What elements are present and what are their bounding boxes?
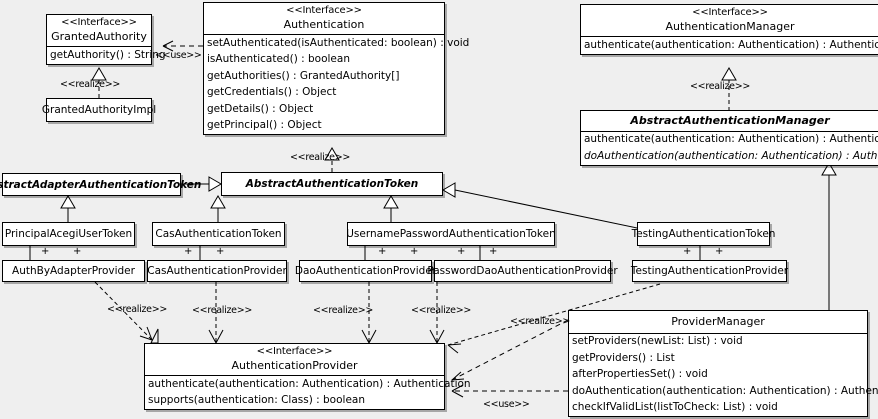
class-principal-acegi-user-token[interactable]: PrincipalAcegiUserToken bbox=[2, 222, 135, 246]
operation-row: authenticate(authentication: Authenticat… bbox=[584, 38, 878, 51]
edge-label-realize-testing: <<realize>> bbox=[510, 316, 571, 327]
class-authentication[interactable]: <<Interface>> Authentication setAuthenti… bbox=[203, 2, 470, 135]
class-name-label: GrantedAuthority bbox=[51, 29, 147, 43]
edge-label-realize-grantedauthorityimpl: <<realize>> bbox=[60, 79, 121, 90]
class-name-label: PrincipalAcegiUserToken bbox=[4, 228, 133, 240]
association-marker-plus: + bbox=[457, 246, 466, 257]
class-name-label: AuthenticationManager bbox=[665, 19, 795, 33]
operation-row: getProviders() : List bbox=[572, 351, 675, 364]
association-marker-plus: + bbox=[216, 246, 225, 257]
edge-label-realize-cas: <<realize>> bbox=[192, 305, 253, 316]
operation-row: setAuthenticated(isAuthenticated: boolea… bbox=[207, 36, 470, 49]
class-header: <<Interface>> AuthenticationManager bbox=[581, 5, 878, 36]
class-name-label: PasswordDaoAuthenticationProvider bbox=[427, 265, 618, 277]
operation-row: getCredentials() : Object bbox=[207, 86, 337, 99]
edge-label-realize-abstractauthmanager: <<realize>> bbox=[690, 81, 751, 92]
class-header: ProviderManager bbox=[569, 311, 867, 333]
association-marker-plus: + bbox=[41, 246, 50, 257]
class-name-label: CasAuthenticationProvider bbox=[147, 265, 287, 277]
class-dao-authentication-provider[interactable]: DaoAuthenticationProvider bbox=[295, 260, 436, 282]
class-auth-by-adapter-provider[interactable]: AuthByAdapterProvider bbox=[2, 260, 145, 282]
class-abstract-adapter-authentication-token[interactable]: AbstractAdapterAuthenticationToken bbox=[0, 173, 201, 196]
class-name-label: AbstractAdapterAuthenticationToken bbox=[0, 178, 202, 191]
class-name-label: DaoAuthenticationProvider bbox=[294, 265, 437, 277]
class-name-label: CasAuthenticationToken bbox=[155, 228, 282, 240]
class-header: AbstractAuthenticationManager bbox=[581, 111, 878, 131]
class-password-dao-authentication-provider[interactable]: PasswordDaoAuthenticationProvider bbox=[427, 260, 618, 282]
operation-row: setProviders(newList: List) : void bbox=[572, 335, 743, 348]
class-testing-authentication-token[interactable]: TestingAuthenticationToken bbox=[632, 222, 775, 246]
association-marker-plus: + bbox=[184, 246, 193, 257]
class-granted-authority[interactable]: <<Interface>> GrantedAuthority getAuthor… bbox=[46, 14, 166, 65]
association-marker-plus: + bbox=[378, 246, 387, 257]
class-testing-authentication-provider[interactable]: TestingAuthenticationProvider bbox=[630, 260, 789, 282]
edge-label-use-authentication-grantedauthority: <<use>> bbox=[155, 50, 202, 61]
edge-label-use-providermanager: <<use>> bbox=[483, 399, 530, 410]
class-name-label: GrantedAuthorityImpl bbox=[41, 104, 157, 116]
stereotype-label: <<Interface>> bbox=[286, 5, 362, 16]
class-header: <<Interface>> GrantedAuthority bbox=[47, 15, 151, 46]
stereotype-label: <<Interface>> bbox=[692, 7, 768, 18]
class-authentication-manager[interactable]: <<Interface>> AuthenticationManager auth… bbox=[580, 4, 878, 55]
operations-compartment: getAuthority() : String bbox=[47, 46, 166, 63]
class-name-label: AbstractAuthenticationManager bbox=[630, 114, 830, 127]
class-header: <<Interface>> AuthenticationProvider bbox=[145, 344, 444, 375]
operations-compartment: authenticate(authentication: Authenticat… bbox=[145, 375, 471, 409]
operation-row: supports(authentication: Class) : boolea… bbox=[148, 394, 365, 407]
class-name-label: AuthenticationProvider bbox=[231, 358, 358, 372]
class-cas-authentication-provider[interactable]: CasAuthenticationProvider bbox=[147, 260, 287, 282]
class-name-label: AuthByAdapterProvider bbox=[12, 265, 135, 277]
operation-row: doAuthentication(authentication: Authent… bbox=[572, 384, 878, 397]
operation-row: afterPropertiesSet() : void bbox=[572, 368, 708, 381]
association-marker-plus: + bbox=[410, 246, 419, 257]
edge-label-realize-dao: <<realize>> bbox=[313, 305, 374, 316]
operations-compartment: setProviders(newList: List) : void getPr… bbox=[569, 332, 878, 416]
link-casauthtoken-extends-abstractauthtoken bbox=[210, 195, 226, 222]
class-header: <<Interface>> Authentication bbox=[204, 3, 444, 34]
operations-compartment: authenticate(authentication: Authenticat… bbox=[581, 130, 878, 165]
edge-label-realize-authbyadapter: <<realize>> bbox=[107, 304, 168, 315]
class-abstract-authentication-manager[interactable]: AbstractAuthenticationManager authentica… bbox=[580, 110, 878, 166]
operations-compartment: authenticate(authentication: Authenticat… bbox=[581, 36, 878, 53]
association-marker-plus: + bbox=[489, 246, 498, 257]
class-name-label: UsernamePasswordAuthenticationToken bbox=[346, 228, 556, 240]
class-granted-authority-impl[interactable]: GrantedAuthorityImpl bbox=[42, 98, 156, 122]
association-marker-plus: + bbox=[683, 246, 692, 257]
stereotype-label: <<Interface>> bbox=[61, 17, 137, 28]
class-name-label: Authentication bbox=[283, 17, 365, 31]
operation-row: checkIfValidList(listToCheck: List) : vo… bbox=[572, 401, 778, 413]
class-username-password-authentication-token[interactable]: UsernamePasswordAuthenticationToken bbox=[346, 222, 556, 246]
edge-label-realize-abstractauthtoken: <<realize>> bbox=[290, 152, 351, 163]
class-provider-manager[interactable]: ProviderManager setProviders(newList: Li… bbox=[568, 310, 878, 417]
operation-row: getPrincipal() : Object bbox=[207, 118, 322, 131]
operation-row: isAuthenticated() : boolean bbox=[207, 53, 350, 66]
association-marker-plus: + bbox=[715, 246, 724, 257]
link-principalacegiusertoken-extends-abstractadaptertoken bbox=[60, 195, 76, 222]
link-usernamepasswordtoken-extends-abstractauthtoken bbox=[383, 195, 399, 222]
operation-row: authenticate(authentication: Authenticat… bbox=[584, 133, 878, 146]
operation-row: getAuthority() : String bbox=[50, 48, 166, 61]
edge-label-realize-passworddao: <<realize>> bbox=[411, 305, 472, 316]
class-abstract-authentication-token[interactable]: AbstractAuthenticationToken bbox=[221, 172, 443, 196]
class-authentication-provider[interactable]: <<Interface>> AuthenticationProvider aut… bbox=[144, 343, 471, 411]
operation-row: doAuthentication(authentication: Authent… bbox=[584, 149, 878, 162]
class-name-label: ProviderManager bbox=[671, 315, 765, 328]
class-cas-authentication-token[interactable]: CasAuthenticationToken bbox=[152, 222, 285, 246]
operation-row: getDetails() : Object bbox=[207, 102, 314, 115]
class-name-label: TestingAuthenticationToken bbox=[631, 228, 776, 240]
link-providermanager-extends-abstractauthmanager bbox=[821, 162, 837, 310]
stereotype-label: <<Interface>> bbox=[256, 346, 333, 357]
operations-compartment: setAuthenticated(isAuthenticated: boolea… bbox=[204, 34, 470, 134]
link-providermanager-associates-authenticationprovider bbox=[451, 319, 569, 381]
association-marker-plus: + bbox=[73, 246, 82, 257]
operation-row: authenticate(authentication: Authenticat… bbox=[148, 377, 471, 390]
operation-row: getAuthorities() : GrantedAuthority[] bbox=[207, 69, 400, 82]
class-name-label: AbstractAuthenticationToken bbox=[245, 178, 419, 190]
class-name-label: TestingAuthenticationProvider bbox=[630, 265, 789, 277]
